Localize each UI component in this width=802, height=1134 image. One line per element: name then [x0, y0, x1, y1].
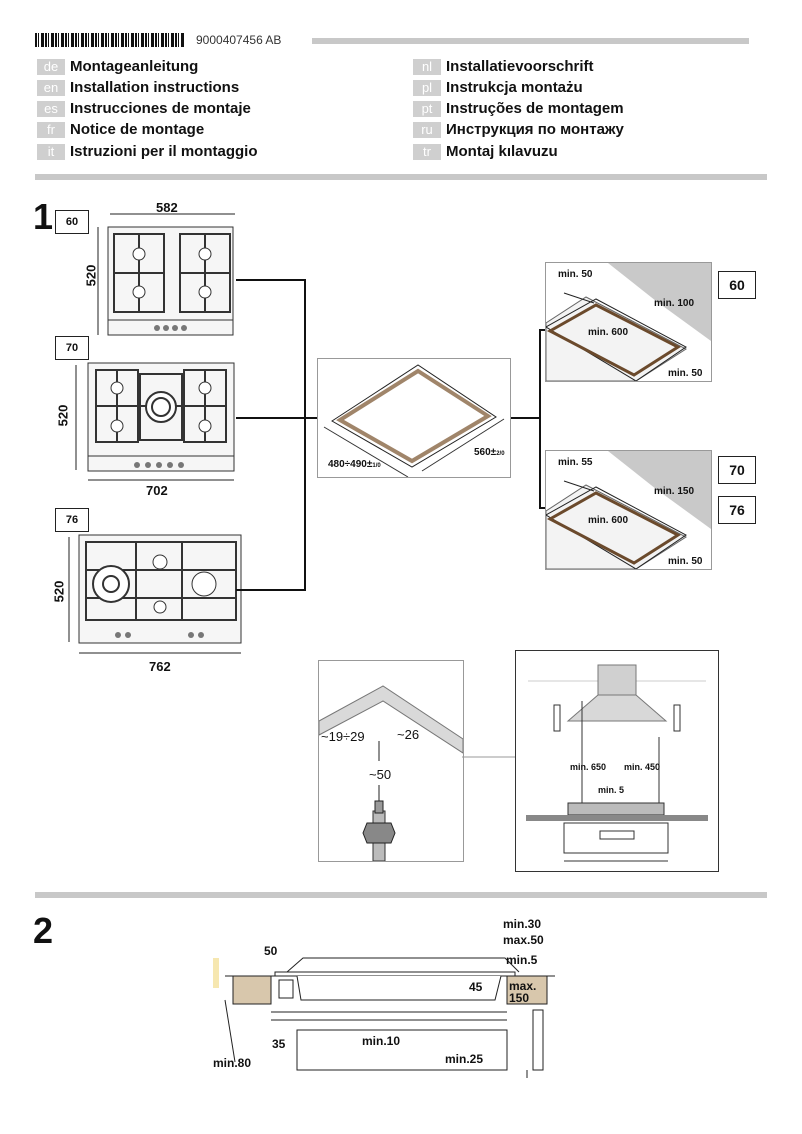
- clearance-drawing-60: [545, 263, 711, 382]
- section-rule-1: [35, 174, 767, 180]
- lang-code: it: [37, 143, 65, 160]
- cutout-depth-label: 560±2/0: [474, 447, 505, 458]
- dim-min25: min.25: [445, 1052, 484, 1066]
- size-tag-70: 70: [55, 336, 89, 360]
- clearance-panel-70: min. 55 min. 150 min. 600 min. 50: [545, 450, 712, 570]
- header-rule: [312, 38, 749, 44]
- clearance-tag-70: 70: [718, 456, 756, 484]
- document-number: 9000407456 AB: [196, 33, 282, 47]
- gas-pipe-drawing: [318, 685, 464, 862]
- dim-150: 150: [509, 991, 530, 1005]
- cutout-panel: 480÷490±1/0 560±2/0: [317, 358, 511, 478]
- clear60-back: min. 50: [558, 269, 593, 280]
- cutout-width-tolerance: 1/0: [372, 463, 381, 469]
- dim-max50: max.50: [503, 933, 544, 947]
- lang-title: Notice de montage: [70, 121, 205, 138]
- clear60-front: min. 50: [668, 368, 703, 379]
- clear70-front: min. 50: [668, 556, 703, 567]
- lang-en: en Installation instructions: [37, 78, 239, 97]
- dim-min5: min.5: [506, 953, 538, 967]
- lang-title: Montageanleitung: [70, 58, 199, 75]
- section-rule-2: [35, 892, 767, 898]
- dim-50: 50: [264, 944, 278, 958]
- dim-45: 45: [469, 980, 483, 994]
- hood-gap: min. 5: [598, 785, 625, 795]
- clear70-side: min. 150: [654, 486, 695, 497]
- cross-section-drawing: [213, 957, 555, 1078]
- lang-pl: pl Instrukcja montażu: [413, 78, 583, 97]
- lang-ru: ru Инструкция по монтажу: [413, 120, 624, 139]
- lang-tr: tr Montaj kılavuzu: [413, 142, 558, 161]
- lang-it: it Istruzioni per il montaggio: [37, 142, 258, 161]
- lang-title: Инструкция по монтажу: [446, 121, 624, 138]
- section-number: 1: [33, 196, 54, 237]
- barcode: [35, 33, 185, 47]
- lang-title: Montaj kılavuzu: [446, 143, 558, 160]
- lang-fr: fr Notice de montage: [37, 120, 204, 139]
- lang-code: fr: [37, 121, 65, 138]
- lang-code: tr: [413, 143, 441, 160]
- lang-pt: pt Instruções de montagem: [413, 99, 624, 118]
- pipe-dim-c: ~50: [369, 767, 392, 782]
- lang-nl: nl Installatievoorschrift: [413, 57, 594, 76]
- dim-min80: min.80: [213, 1056, 252, 1070]
- clear60-side: min. 100: [654, 298, 695, 309]
- clearance-tag-60: 60: [718, 271, 756, 299]
- hood-left-clearance: min. 650: [570, 762, 607, 772]
- hood-drawing: [526, 664, 708, 862]
- cutout-width-label: 480÷490±1/0: [328, 459, 381, 470]
- clear70-back: min. 55: [558, 457, 593, 468]
- dim-min10: min.10: [362, 1034, 401, 1048]
- clear60-depth: min. 600: [588, 327, 629, 338]
- lang-code: pl: [413, 79, 441, 96]
- lang-title: Installation instructions: [70, 79, 240, 96]
- dim-35: 35: [272, 1037, 286, 1051]
- section-number-2: 2: [33, 910, 54, 951]
- size-tag-76: 76: [55, 508, 89, 532]
- gas-pipe-panel: ~19÷29 ~26 ~50: [318, 660, 464, 862]
- lang-title: Istruzioni per il montaggio: [70, 143, 258, 160]
- hood-panel: min. 650 min. 450 min. 5: [515, 650, 719, 872]
- lang-code: pt: [413, 100, 441, 117]
- dim-min30: min.30: [503, 917, 542, 931]
- lang-title: Instrukcja montażu: [446, 79, 583, 96]
- size-tag-60: 60: [55, 210, 89, 234]
- hob-60-drawing: [97, 213, 235, 336]
- connector-lines: [236, 279, 548, 591]
- hood-right-clearance: min. 450: [624, 762, 661, 772]
- lang-de: de Montageanleitung: [37, 57, 198, 76]
- lang-code: de: [37, 58, 65, 75]
- cutout-depth-tolerance: 2/0: [496, 451, 505, 457]
- lang-title: Instruções de montagem: [446, 100, 624, 117]
- hob-70-drawing: [75, 362, 235, 481]
- clearance-panel-60: min. 50 min. 100 min. 600 min. 50: [545, 262, 712, 382]
- lang-code: nl: [413, 58, 441, 75]
- clear70-depth: min. 600: [588, 515, 629, 526]
- lang-code: es: [37, 100, 65, 117]
- cutout-width: 480÷490±: [328, 459, 373, 470]
- lang-code: en: [37, 79, 65, 96]
- clearance-drawing-70: [545, 451, 711, 570]
- dim-max: max.: [509, 979, 537, 993]
- lang-title: Installatievoorschrift: [446, 58, 594, 75]
- lang-title: Instrucciones de montaje: [70, 100, 251, 117]
- cutout-drawing: [323, 364, 505, 478]
- pipe-dim-b: ~26: [397, 727, 420, 742]
- lang-code: ru: [413, 121, 441, 138]
- hob-70-width: 702: [146, 483, 168, 498]
- hob-76-drawing: [68, 534, 242, 654]
- cutout-depth: 560±: [474, 447, 497, 458]
- clearance-tag-76: 76: [718, 496, 756, 524]
- hob-60-width: 582: [156, 200, 178, 215]
- lang-es: es Instrucciones de montaje: [37, 99, 251, 118]
- hob-76-width: 762: [149, 659, 171, 674]
- pipe-dim-a: ~19÷29: [321, 729, 365, 744]
- panel-connector: [462, 756, 517, 758]
